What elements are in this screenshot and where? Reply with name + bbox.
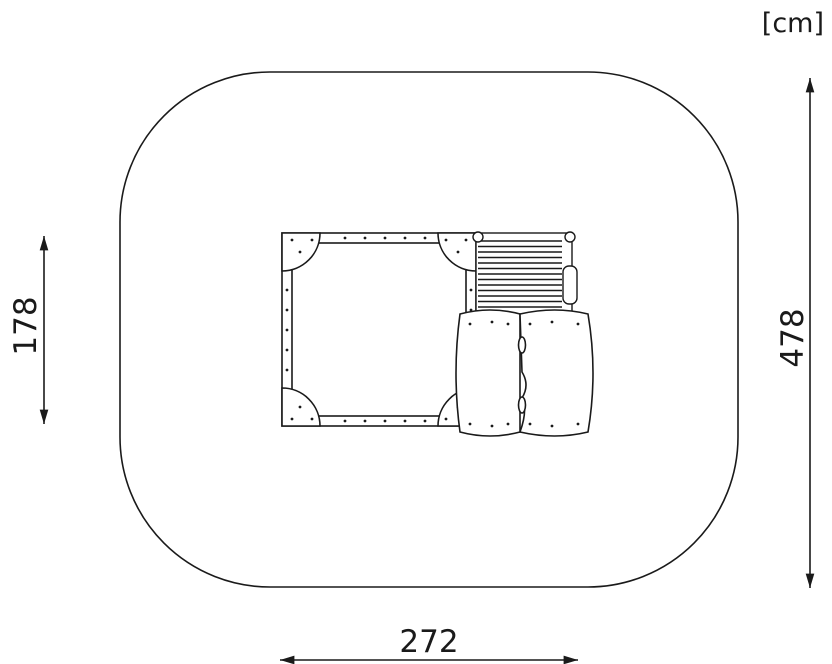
play-seats	[455, 309, 594, 437]
units-label: [cm]	[761, 8, 824, 39]
width-dimension-label: 272	[399, 624, 458, 660]
ramp-slats	[478, 240, 562, 308]
equipment-depth-dimension-label: 178	[8, 296, 44, 355]
safety-zone-outline	[119, 71, 739, 588]
depth-dimension-label: 478	[775, 308, 811, 367]
ramp-platform	[472, 231, 578, 316]
sandbox-frame	[281, 232, 477, 427]
